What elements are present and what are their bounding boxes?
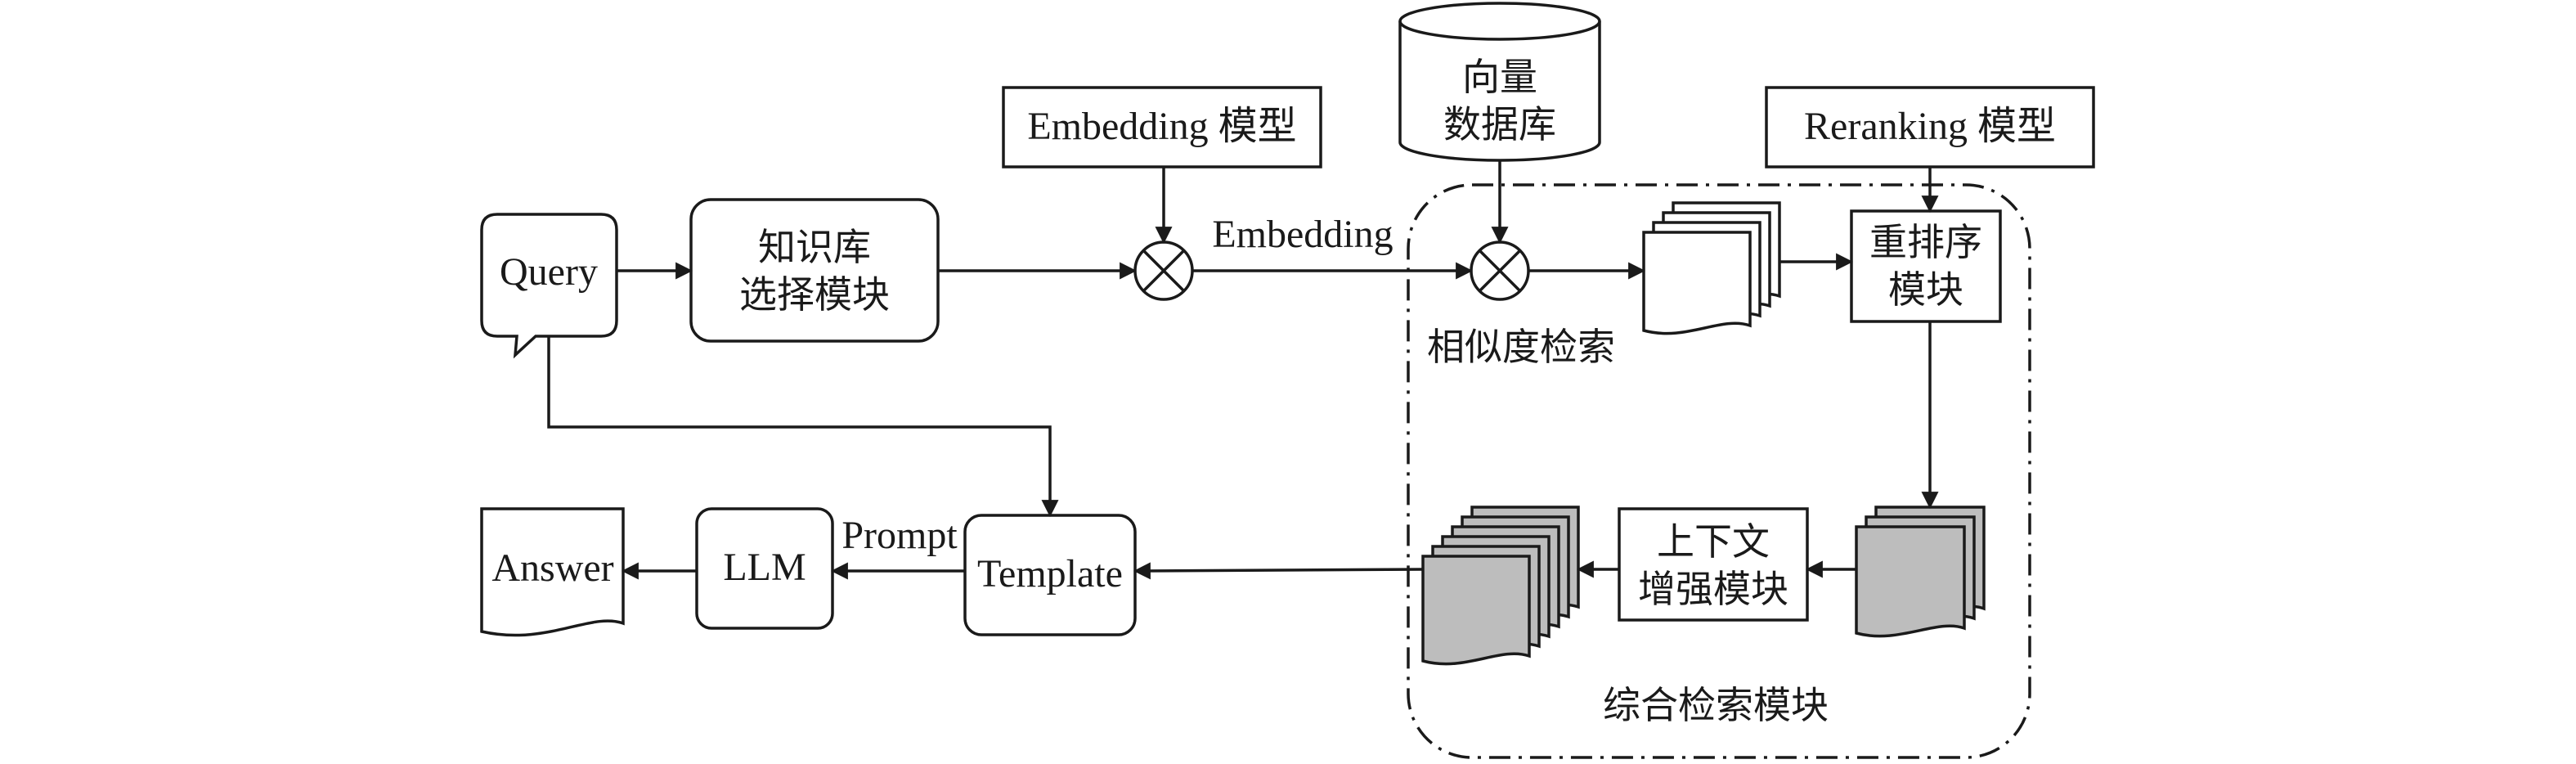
vector-db-label-line1: 向量 xyxy=(1462,55,1537,99)
kb-select-label-line1: 知识库 xyxy=(758,225,871,269)
query-node: Query xyxy=(480,213,618,359)
retrieved-documents-icon xyxy=(1642,201,1781,335)
reranked-documents-icon xyxy=(1855,506,1986,638)
kb-select-label-line2: 选择模块 xyxy=(739,272,890,317)
reranking-model-label: Reranking 模型 xyxy=(1804,105,2056,148)
similarity-search-label: 相似度检索 xyxy=(1427,325,1615,369)
connectors xyxy=(547,160,1939,580)
embedding-edge-label: Embedding xyxy=(1212,213,1393,256)
enhanced-documents-icon xyxy=(1421,506,1580,666)
rerank-label-line2: 模块 xyxy=(1888,267,1963,312)
retrieval-module-label: 综合检索模块 xyxy=(1603,683,1829,727)
llm-label: LLM xyxy=(723,546,806,589)
context-enhancement-module: 上下文 增强模块 xyxy=(1618,507,1809,622)
answer-document: Answer xyxy=(480,507,625,637)
embedding-multiply-node xyxy=(1133,240,1194,301)
template-box: Template xyxy=(963,514,1137,636)
vector-database: 向量 数据库 xyxy=(1398,2,1601,162)
answer-label: Answer xyxy=(491,546,613,590)
embedding-model-box: Embedding 模型 xyxy=(1002,86,1322,169)
embedding-model-label: Embedding 模型 xyxy=(1027,105,1296,148)
similarity-multiply-node xyxy=(1470,240,1530,301)
kb-select-module: 知识库 选择模块 xyxy=(689,198,940,343)
template-label: Template xyxy=(977,552,1123,595)
rerank-label-line1: 重排序 xyxy=(1869,220,1982,264)
context-label-line2: 增强模块 xyxy=(1638,567,1788,611)
rerank-module: 重排序 模块 xyxy=(1850,209,2002,323)
query-label: Query xyxy=(500,250,598,294)
retrieval-module-boundary xyxy=(1407,183,2031,759)
reranking-model-box: Reranking 模型 xyxy=(1765,86,2095,169)
prompt-edge-label: Prompt xyxy=(841,514,958,557)
llm-box: LLM xyxy=(695,507,834,630)
context-label-line1: 上下文 xyxy=(1657,519,1770,564)
vector-db-label-line2: 数据库 xyxy=(1443,102,1556,146)
